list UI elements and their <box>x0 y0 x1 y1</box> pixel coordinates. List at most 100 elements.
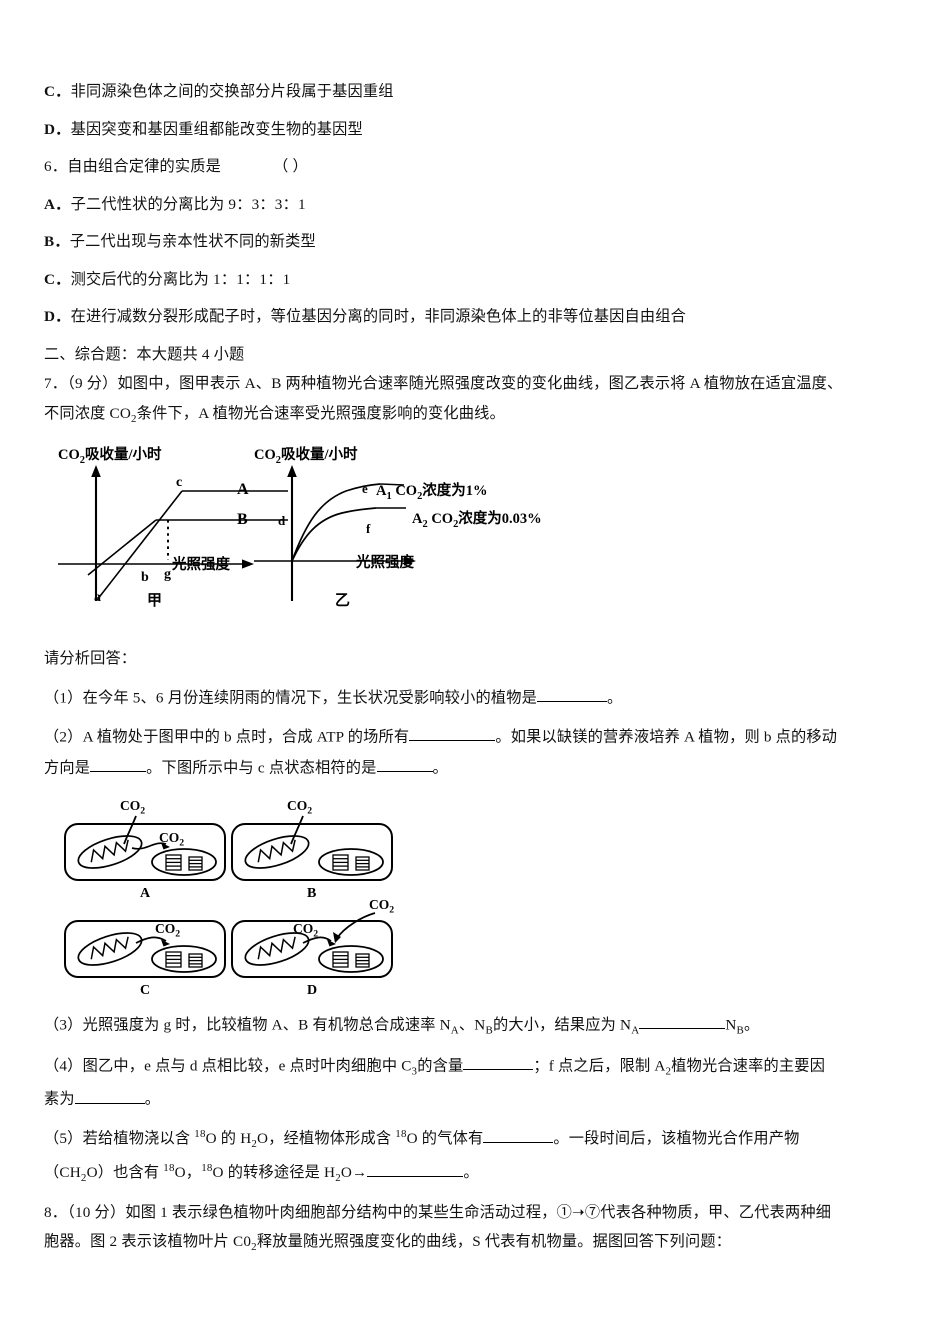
superscript-18: 18 <box>194 1128 206 1141</box>
item-text: A 植物处于图甲中的 b 点时，合成 ATP 的场所有 <box>82 728 410 746</box>
item-text-end: 。 <box>432 759 448 777</box>
question-text: 如图 1 表示绿色植物叶肉细胞部分结构中的某些生命活动过程，① <box>125 1203 572 1221</box>
subscript-2: 2 <box>335 1172 341 1185</box>
item-text: O 的 H <box>205 1130 252 1148</box>
item-text: O）也含有 <box>86 1164 164 1182</box>
answer-blank[interactable] <box>639 1014 726 1030</box>
co2-label-external: CO2 <box>369 896 395 916</box>
question-text: 如图中，图甲表示 A、B 两种植物光合速率随光照强度改变的变化曲线，图乙表示将 … <box>117 375 843 393</box>
choice-text: 基因突变和基因重组都能改变生物的基因型 <box>70 120 363 138</box>
question-7-item-2-line1: （2）A 植物处于图甲中的 b 点时，合成 ATP 的场所有。如果以缺镁的营养液… <box>44 726 910 748</box>
option-text: 子二代性状的分离比为 9：3：3：1 <box>70 195 306 213</box>
question-8-line2: 胞器。图 2 表示该植物叶片 C02释放量随光照强度变化的曲线，S 代表有机物量… <box>44 1232 910 1255</box>
question-7-stem-line1: 7．（9 分）如图中，图甲表示 A、B 两种植物光合速率随光照强度改变的变化曲线… <box>44 374 910 395</box>
subscript-2: 2 <box>80 1172 87 1185</box>
page-content: C．非同源染色体之间的交换部分片段属于基因重组 D．基因突变和基因重组都能改变生… <box>44 82 910 1272</box>
item-text: （CH <box>44 1164 81 1182</box>
section-2-heading: 二、综合题：本大题共 4 小题 <box>44 345 245 363</box>
graph-yi-caption: 乙 <box>335 593 351 610</box>
answer-blank[interactable] <box>74 1088 145 1104</box>
cell-panel-a: CO2 CO2 A <box>62 798 232 901</box>
cell-panel-c: CO2 C <box>62 911 232 998</box>
superscript-18: 18 <box>163 1162 175 1175</box>
question-number: 8． <box>44 1203 68 1221</box>
graph-jia-point-b: b <box>141 570 149 586</box>
cell-panel-a-drawing <box>64 815 226 881</box>
graph-jia-caption: 甲 <box>147 593 163 610</box>
graph-jia-curve-label-b: B <box>237 511 248 529</box>
question-number: 7． <box>44 375 68 393</box>
question-7-stem-line2: 不同浓度 CO2条件下，A 植物光合速率受光照强度影响的变化曲线。 <box>44 404 910 427</box>
question-score: （10 分） <box>67 1203 126 1221</box>
answer-blank[interactable] <box>367 1162 464 1178</box>
co2-label-internal: CO2 <box>155 920 181 940</box>
question-number: 6． <box>44 158 68 176</box>
item-text: 植物光合速率的主要因 <box>671 1057 826 1075</box>
answer-blank[interactable] <box>376 757 433 773</box>
co2-label-internal: CO2 <box>159 829 185 849</box>
subscript-a: A <box>631 1024 640 1037</box>
stem-text-pre: 不同浓度 CO <box>44 404 132 422</box>
graph-jia-point-g: g <box>164 567 171 583</box>
cell-panel-d: CO2 CO2 D <box>229 897 414 998</box>
cell-panel-a-caption: A <box>140 885 151 901</box>
graph-yi-plot <box>254 465 416 602</box>
graph-jia-x-axis-label: 光照强度 <box>172 557 230 574</box>
subscript-a: A <box>450 1024 459 1037</box>
cell-panel-d-drawing <box>231 911 393 978</box>
option-letter: A． <box>44 195 71 213</box>
graph-jia-y-axis-label: CO2吸收量/小时 <box>58 447 162 467</box>
answer-blank[interactable] <box>537 687 608 703</box>
graph-jia-point-c: c <box>176 475 183 491</box>
option-text: 在进行减数分裂形成配子时，等位基因分离的同时，非同源染色体上的非等位基因自由组合 <box>70 308 687 326</box>
co2-label-external: CO2 <box>287 797 313 817</box>
item-text: 素为 <box>44 1090 75 1108</box>
cell-panel-c-caption: C <box>140 982 151 998</box>
item-label: （4） <box>44 1057 83 1075</box>
answer-blank[interactable] <box>483 1128 554 1144</box>
superscript-18: 18 <box>395 1128 407 1141</box>
cell-panel-b-caption: B <box>307 885 317 901</box>
item-text: 的大小，结果应为 N <box>492 1016 632 1034</box>
question-text: 释放量随光照强度变化的曲线，S 代表有机物量。据图回答下列问题： <box>256 1233 732 1251</box>
choice-letter: D． <box>44 120 71 138</box>
question-7-item-3: （3）光照强度为 g 时，比较植物 A、B 有机物总合成速率 NA、NB的大小，… <box>44 1014 910 1038</box>
graph-yi-point-d: d <box>278 513 286 529</box>
option-letter: C． <box>44 270 71 288</box>
subscript-2: 2 <box>131 412 137 425</box>
graph-yi-x-axis-label: 光照强度 <box>356 555 414 572</box>
question-6-option-c: C．测交后代的分离比为 1：1：1：1 <box>44 270 910 291</box>
question-7-item-2-line2: 方向是。下图所示中与 c 点状态相符的是。 <box>44 757 910 779</box>
question-score: （9 分） <box>67 375 118 393</box>
question-6-option-b: B．子二代出现与亲本性状不同的新类型 <box>44 232 910 253</box>
answer-blank[interactable] <box>90 757 147 773</box>
answer-blank[interactable] <box>463 1055 534 1071</box>
question-7-item-1: （1）在今年 5、6 月份连续阴雨的情况下，生长状况受影响较小的植物是。 <box>44 687 910 709</box>
graph-yi-y-axis-label: CO2吸收量/小时 <box>254 447 358 467</box>
stem-text-post: 条件下，A 植物光合速率受光照强度影响的变化曲线。 <box>136 404 505 422</box>
item-text: ；f 点之后，限制 A <box>533 1057 666 1075</box>
question-7-prompt: 请分析回答： <box>44 650 137 668</box>
item-text-end: 。 <box>463 1164 479 1182</box>
co2-label-internal: CO2 <box>293 920 319 940</box>
question-6-option-a: A．子二代性状的分离比为 9：3：3：1 <box>44 195 910 216</box>
item-text: O，经植物体形成含 <box>257 1130 396 1148</box>
item-text-end: 。 <box>607 689 623 707</box>
option-letter: B． <box>44 233 70 251</box>
item-text-end: 。 <box>744 1016 760 1034</box>
graph-jia-plot <box>58 465 288 602</box>
item-text: 若给植物浇以含 <box>82 1130 195 1148</box>
question-text: 胞器。图 2 表示该植物叶片 C0 <box>44 1233 252 1251</box>
arrow-glyph: ➝ <box>571 1203 585 1221</box>
subscript-2: 2 <box>251 1241 257 1254</box>
graph-jia-curve-label-a: A <box>237 481 249 499</box>
graph-yi-legend-a2: A2 CO2浓度为0.03% <box>412 511 542 531</box>
item-label: （3） <box>44 1016 83 1034</box>
cell-panel-b-drawing <box>231 815 393 881</box>
answer-blank[interactable] <box>409 726 496 742</box>
question-text: ⑦代表各种物质，甲、乙代表两种细 <box>584 1203 832 1221</box>
question-7-item-4-line2: 素为。 <box>44 1088 910 1110</box>
subscript-2: 2 <box>251 1138 258 1151</box>
answer-bracket: （ ） <box>273 158 308 176</box>
